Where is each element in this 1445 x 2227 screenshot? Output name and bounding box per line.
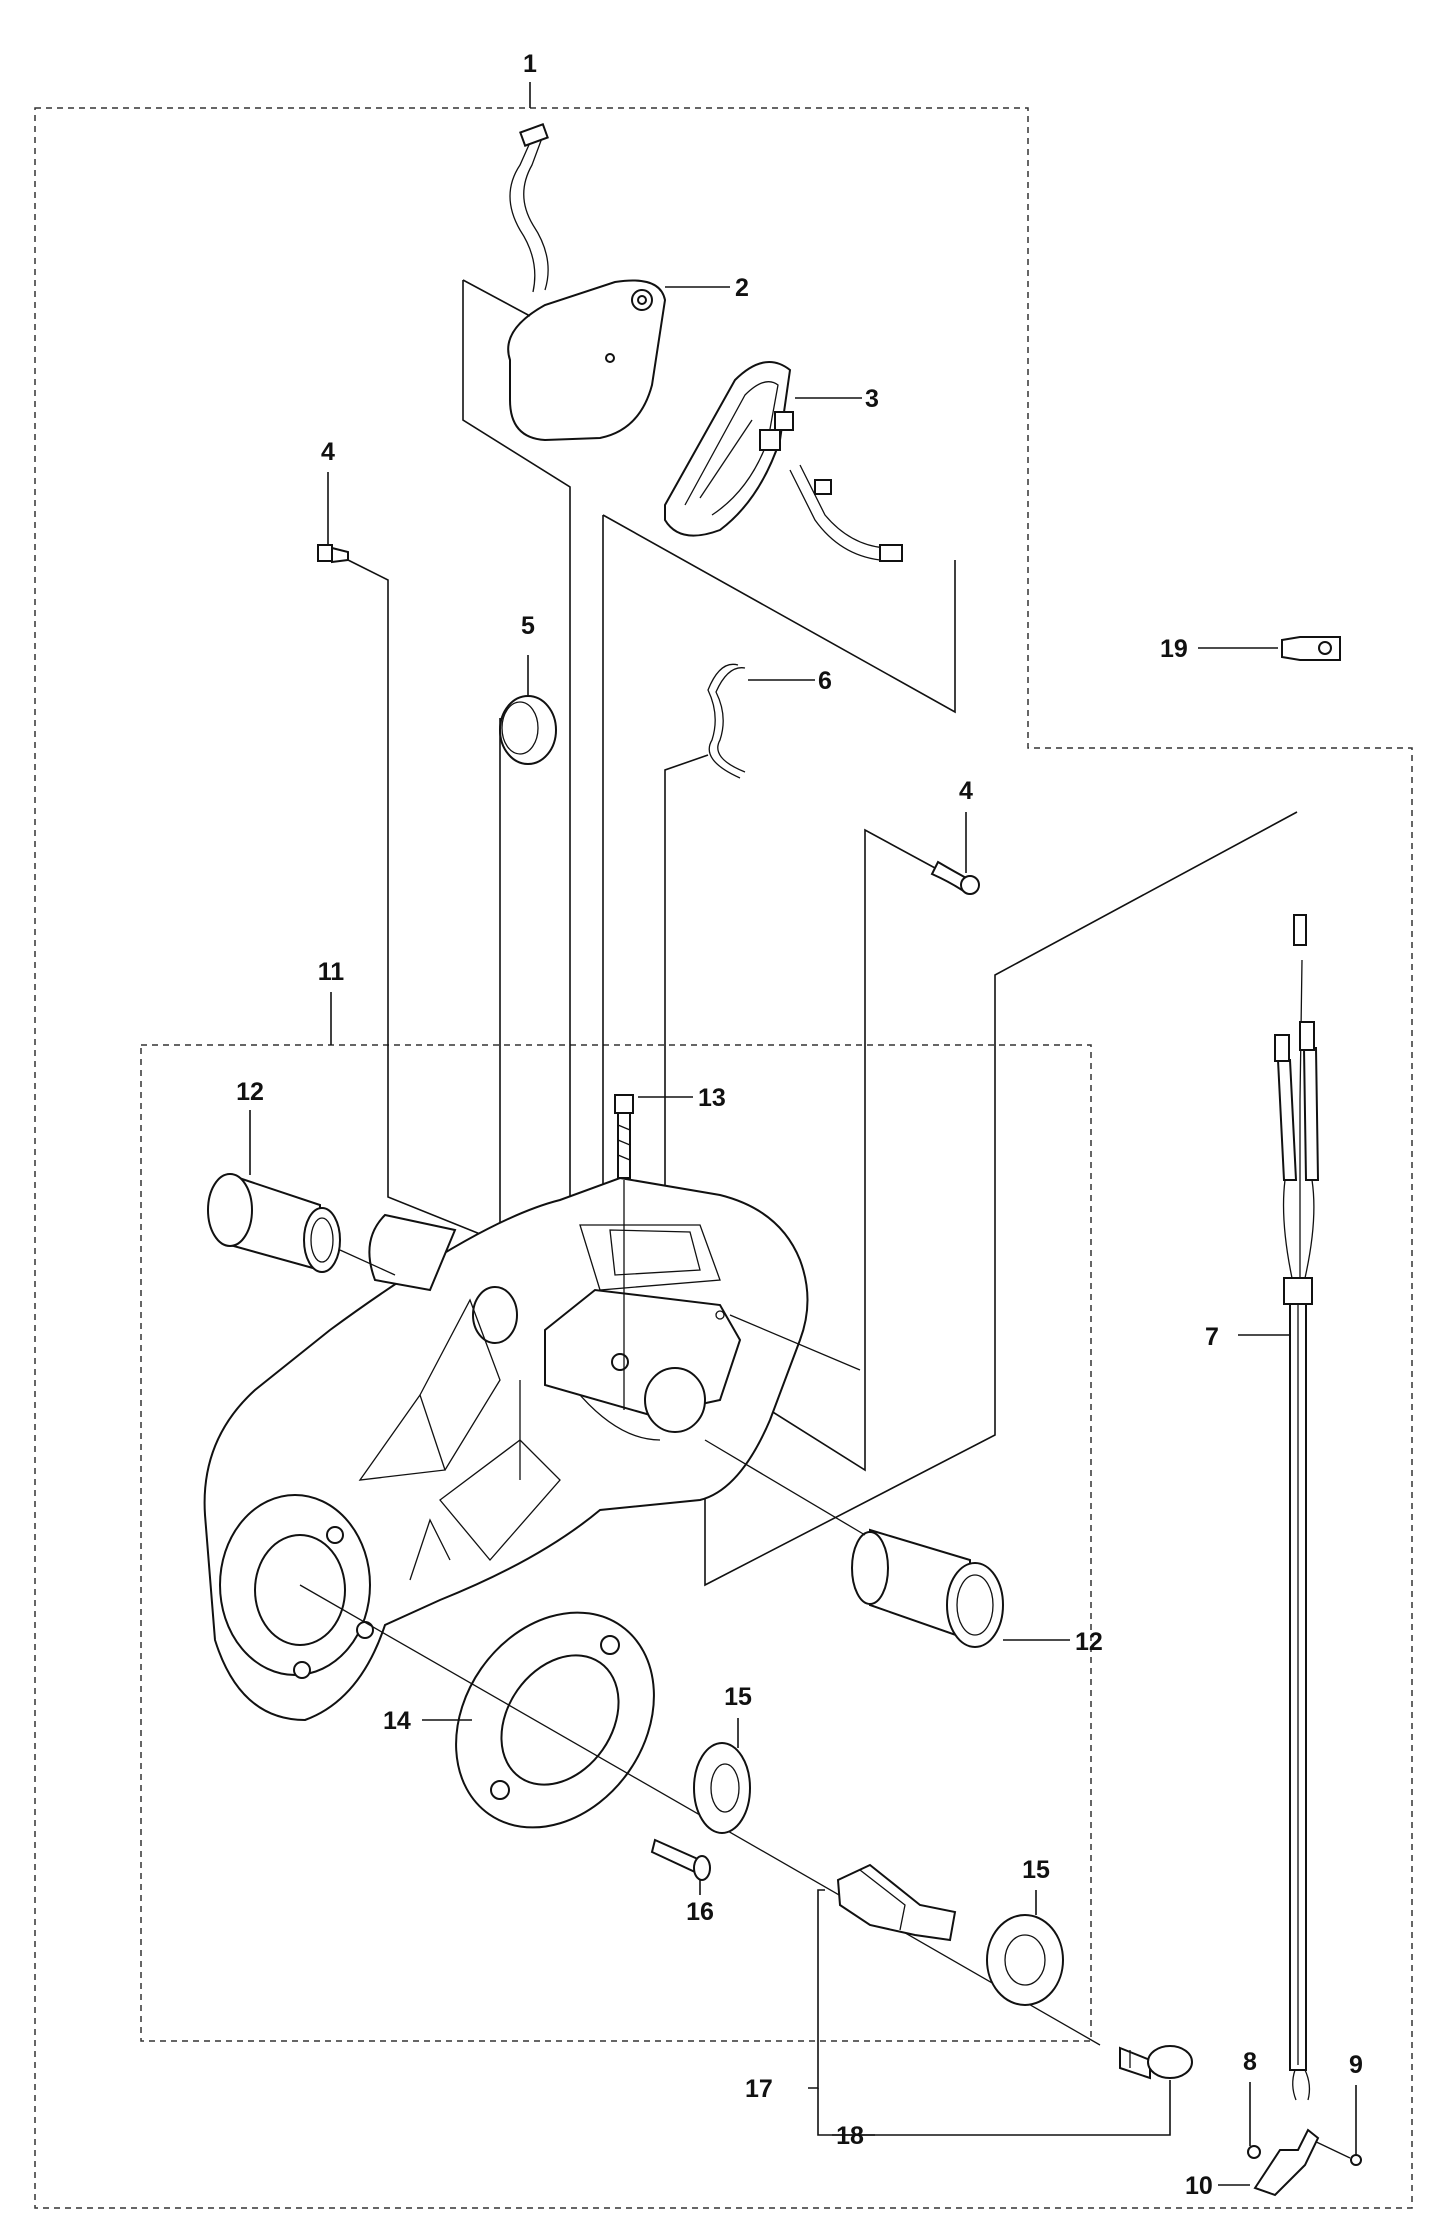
label-19: 19 (1160, 635, 1188, 663)
leader-bracket-7 (704, 811, 1298, 1587)
part-15-bearing-lower (986, 1890, 1064, 2006)
label-12-right: 12 (1075, 1628, 1103, 1656)
label-9: 9 (1349, 2051, 1363, 2079)
label-2: 2 (735, 274, 749, 302)
part-17-shaft (808, 1863, 957, 2089)
label-15-upper: 15 (724, 1683, 752, 1711)
label-15-lower: 15 (1022, 1856, 1050, 1884)
part-3-switch-housing (664, 361, 903, 562)
part-19-cable-lug (1198, 636, 1341, 661)
part-6-clip (707, 663, 815, 779)
label-13: 13 (698, 1084, 726, 1112)
part-16-screw (650, 1838, 711, 1895)
part-2-switch-plate (507, 123, 730, 442)
label-17: 17 (745, 2075, 773, 2103)
label-4-upper: 4 (321, 438, 335, 466)
part-8-nut (1247, 2082, 1261, 2159)
part-4-screw-upper (317, 472, 349, 564)
part-10-clamp (1218, 2128, 1320, 2197)
label-5: 5 (521, 612, 535, 640)
label-4-right: 4 (959, 777, 973, 805)
assembly-1-boundary (34, 107, 1413, 2209)
part-7-cable-harness (1238, 914, 1320, 2101)
label-18: 18 (836, 2122, 864, 2150)
part-18-bolt (817, 2045, 1193, 2136)
leader-bracket-2 (462, 280, 571, 1300)
assembly-11-boundary (140, 1044, 1092, 2042)
leader-bracket-4a (347, 559, 521, 1251)
part-15-bearing-upper (693, 1718, 751, 1834)
label-7: 7 (1205, 1323, 1219, 1351)
part-12-bushing-right (704, 1439, 1070, 1648)
label-16: 16 (686, 1898, 714, 1926)
part-13-screw (614, 1094, 693, 1410)
part-11-main-housing (203, 1176, 861, 1722)
part-12-bushing-left (207, 1110, 396, 1276)
part-9-screw (1307, 2085, 1362, 2166)
label-14: 14 (383, 1707, 411, 1735)
label-8: 8 (1243, 2048, 1257, 2076)
label-6: 6 (818, 667, 832, 695)
part-4-screw-right (930, 812, 980, 895)
label-10: 10 (1185, 2172, 1213, 2200)
leader-bracket-6 (664, 754, 709, 1270)
label-12-left: 12 (236, 1078, 264, 1106)
label-3: 3 (865, 385, 879, 413)
part-5-grommet (499, 655, 557, 765)
label-11: 11 (318, 958, 345, 986)
leader-bracket-4b (689, 828, 936, 1472)
label-1: 1 (523, 50, 537, 78)
part-14-ring (422, 1611, 655, 1829)
